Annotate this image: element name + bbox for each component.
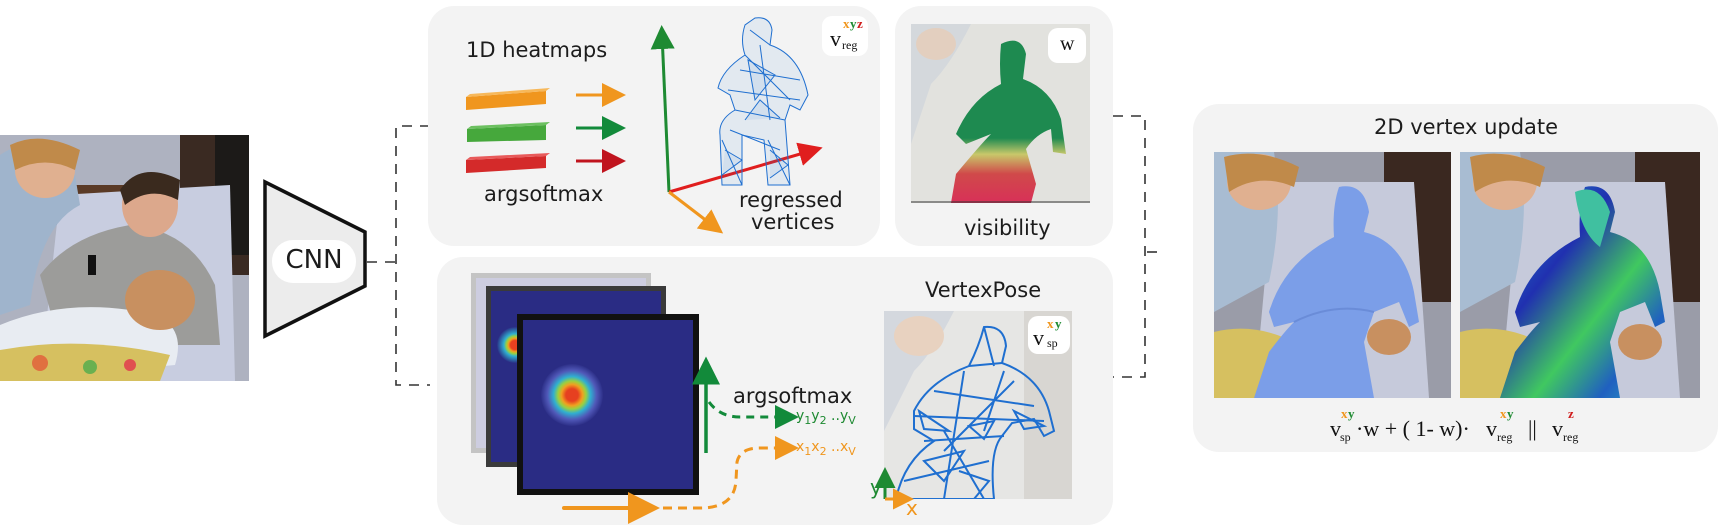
- formula-term1-sup-x: x: [1341, 406, 1348, 421]
- image-axis-x-label: x: [906, 496, 918, 520]
- depth-mesh-overlay: [1460, 152, 1700, 398]
- v-reg-xyz-badge: v x y z reg: [822, 16, 868, 56]
- heatmap-front: [517, 314, 699, 495]
- y-sub-2: 2: [819, 413, 827, 427]
- heatmap-front-peak: [541, 364, 603, 426]
- formula-term3-sup-z: z: [1568, 406, 1574, 421]
- y-tail: ..y: [826, 408, 849, 424]
- x-coordinates-output: x1x2 ..xV: [796, 439, 856, 458]
- y-var-2: y: [811, 408, 820, 424]
- sp-badge-sub: sp: [1047, 336, 1058, 350]
- visibility-caption: visibility: [964, 216, 1051, 240]
- regressed-caption-line2: vertices: [751, 210, 835, 234]
- y-sub-v: V: [848, 413, 856, 427]
- x-sub-1: 1: [804, 444, 812, 458]
- badge-sub: reg: [842, 38, 858, 52]
- v-sp-xy-badge: v x y sp: [1028, 316, 1070, 354]
- formula-term2-base: v: [1486, 416, 1497, 441]
- argsoftmax-caption-bottom: argsoftmax: [733, 384, 853, 408]
- w-badge-label: w: [1060, 33, 1075, 55]
- input-photo-illustration: [0, 135, 249, 381]
- image-axis-y-label: y: [870, 475, 882, 499]
- formula-term2-sup-y: y: [1507, 406, 1514, 421]
- sp-badge-sup-x: x: [1047, 316, 1054, 331]
- x-var-2: x: [811, 439, 820, 455]
- sp-badge-sup-y: y: [1055, 316, 1062, 331]
- formula-term2-sub: reg: [1497, 430, 1513, 444]
- formula-op1: ·w + ( 1- w)·: [1356, 416, 1470, 441]
- badge-sup-y: y: [850, 16, 857, 31]
- sp-badge-base: v: [1033, 325, 1044, 350]
- formula-term1-base: v: [1330, 416, 1341, 441]
- x-var: x: [796, 439, 805, 455]
- w-badge: w: [1048, 28, 1086, 63]
- vertexpose-title: VertexPose: [925, 278, 1042, 302]
- update-title: 2D vertex update: [1374, 115, 1559, 139]
- update-image-depth: [1460, 152, 1700, 398]
- y-var: y: [796, 408, 805, 424]
- heatmaps-title: 1D heatmaps: [466, 38, 608, 62]
- badge-sup-x: x: [843, 16, 850, 31]
- formula-term3-base: v: [1552, 416, 1563, 441]
- x-tail: ..x: [826, 439, 849, 455]
- y-sub-1: 1: [804, 413, 812, 427]
- input-photo: [0, 135, 249, 381]
- formula-term1-sub: sp: [1340, 430, 1351, 444]
- update-formula: v x y sp ·w + ( 1- w)· v x y reg || v z …: [1330, 406, 1600, 446]
- x-sub-2: 2: [819, 444, 827, 458]
- badge-sup-z: z: [857, 16, 863, 31]
- blended-mesh-overlay: [1214, 152, 1451, 398]
- visibility-image: [911, 24, 1090, 203]
- cnn-label: CNN: [285, 245, 343, 275]
- x-sub-v: V: [848, 444, 856, 458]
- regressed-caption-line1: regressed: [739, 188, 843, 212]
- formula-term1-sup-y: y: [1348, 406, 1355, 421]
- formula-term2-sup-x: x: [1500, 406, 1507, 421]
- update-image-blended: [1214, 152, 1451, 398]
- formula-concat: ||: [1528, 416, 1537, 441]
- badge-base: v: [830, 26, 841, 51]
- argsoftmax-caption-top: argsoftmax: [484, 182, 604, 206]
- y-coordinates-output: y1y2 ..yV: [796, 408, 856, 427]
- formula-term3-sub: reg: [1563, 430, 1579, 444]
